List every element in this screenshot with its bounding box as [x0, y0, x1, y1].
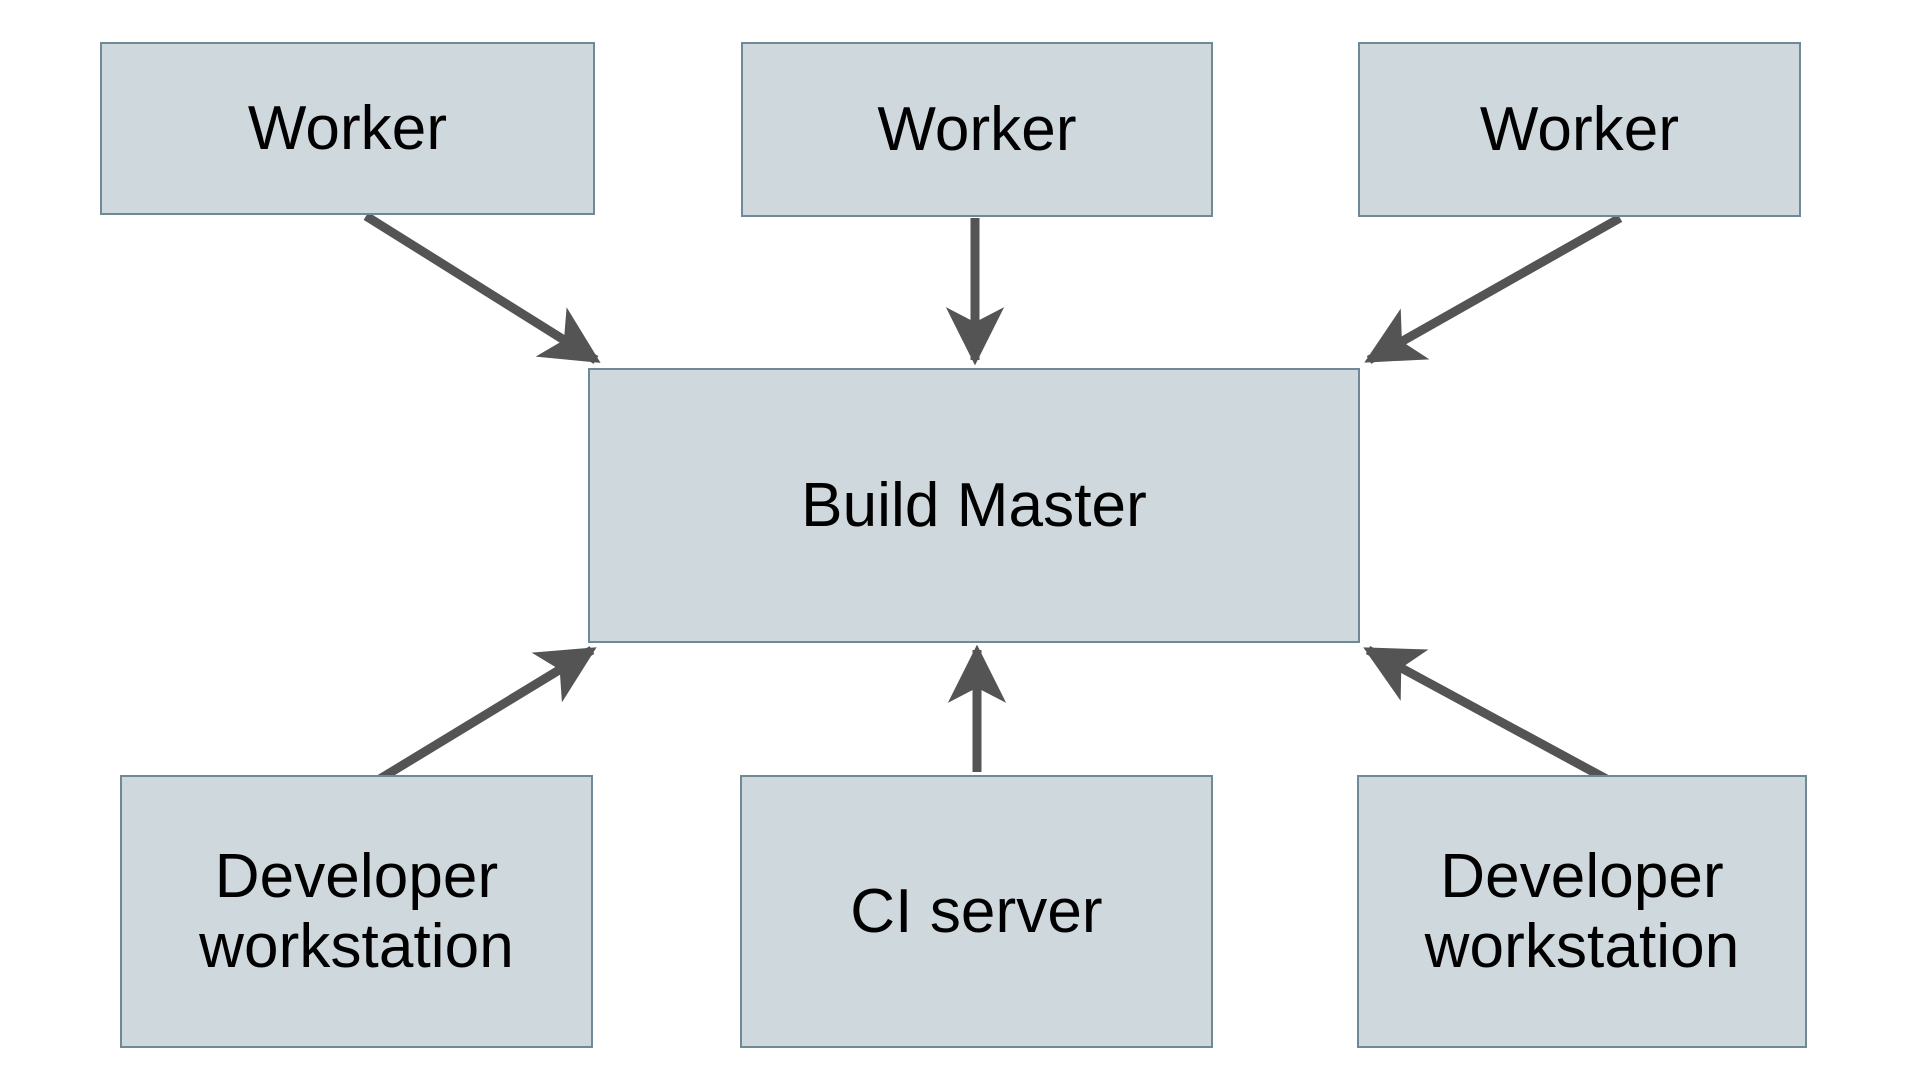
node-worker-1-label: Worker	[247, 93, 448, 163]
node-developer-workstation-left[interactable]: Developer workstation	[120, 775, 593, 1048]
node-developer-workstation-right-label: Developer workstation	[1424, 842, 1740, 981]
node-build-master-label: Build Master	[801, 470, 1147, 540]
node-ci-server[interactable]: CI server	[740, 775, 1213, 1048]
edge-dev-workstation-2-to-build-master	[1363, 646, 1626, 792]
node-developer-workstation-left-label: Developer workstation	[199, 842, 514, 981]
node-worker-3-label: Worker	[1479, 94, 1680, 164]
node-build-master[interactable]: Build Master	[588, 368, 1360, 643]
node-worker-1[interactable]: Worker	[100, 42, 595, 215]
node-worker-2-label: Worker	[877, 94, 1077, 164]
node-worker-2[interactable]: Worker	[741, 42, 1213, 217]
edge-dev-workstation-1-to-build-master	[362, 646, 597, 792]
node-ci-server-label: CI server	[850, 876, 1103, 946]
node-developer-workstation-right[interactable]: Developer workstation	[1357, 775, 1807, 1048]
edge-worker-3-to-build-master	[1364, 214, 1623, 364]
edge-worker-1-to-build-master	[363, 212, 601, 364]
node-worker-3[interactable]: Worker	[1358, 42, 1801, 217]
